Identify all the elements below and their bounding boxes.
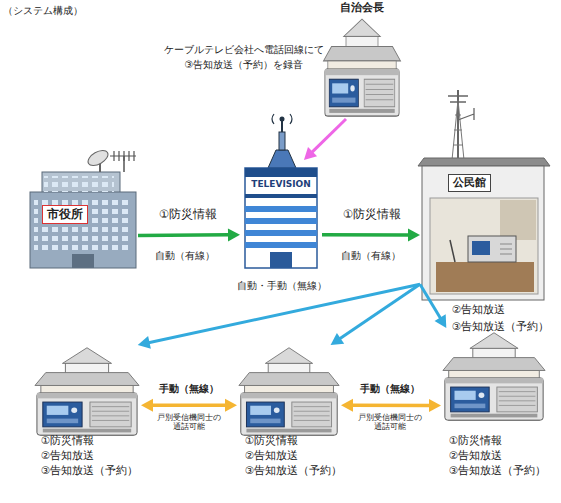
node-caption: ③告知放送（予約） [449,464,546,477]
building-sign: 公民館 [448,174,491,192]
flow-arrow [138,228,240,241]
edge-label: 手動（無線） [345,383,435,396]
station-door [270,252,292,268]
link-label: 自動（有線） [140,250,230,263]
building-body [30,192,136,268]
edge-label: ケーブルテレビ会社へ電話回線にて ③告知放送（予約）を録音 [162,42,327,72]
house-node: 自治会長 [322,1,402,119]
interior-desk [436,262,534,292]
node-caption: ①防災情報 [41,434,94,447]
arrow-line [152,403,226,407]
building-node: 市役所 [28,162,138,270]
arrow-head [228,228,240,241]
arrow-line [420,284,441,318]
arrow-line [138,233,229,237]
flow-arrow [304,119,346,160]
arrow-head [429,399,441,412]
arrow-line [322,233,409,237]
building-windows [34,198,132,254]
building-upper [42,172,120,194]
arrow-head [225,399,237,412]
station-stripe [245,242,317,248]
node-heading: 自治会長 [322,1,402,15]
house-illustration [239,348,339,435]
hall-node: 公民館 ②告知放送 ③告知放送（予約） [420,160,548,335]
city-hall-building [30,147,136,268]
house-illustration [35,348,139,435]
broadcast-device [468,236,516,262]
house-illustration [323,19,400,116]
note-label: 戸別受信機同士の 通話可能 [157,413,222,432]
station-node: TELEVISION [240,160,322,270]
tv-station-building [245,114,317,268]
station-band [245,194,317,198]
flow-arrow [322,228,420,241]
arrow-line [312,119,346,152]
node-caption: ③告知放送（予約） [452,320,549,333]
station-stripe [245,218,317,224]
community-hall-building [418,90,550,300]
tower-shaft [279,132,285,150]
tower-tip [280,117,285,122]
note-label: 戸別受信機同士の 通話可能 [358,413,423,432]
edge-label: ①防災情報 [138,207,238,221]
flow-arrow [138,284,420,349]
arrow-line [149,284,420,342]
microphone [450,240,455,262]
house-node: ①防災情報 ②告知放送 ③告知放送（予約） [33,345,141,485]
flow-arrow [341,399,441,412]
node-caption: ①防災情報 [245,434,298,447]
hall-body [422,166,544,300]
node-caption: ③告知放送（予約） [41,464,138,477]
flow-arrow [141,399,237,412]
arrow-head [341,399,353,412]
house-illustration [443,333,545,420]
node-caption: ③告知放送（予約） [245,464,342,477]
arrow-head [408,228,420,241]
diagram-title: （システム構成） [3,5,83,18]
node-caption: ①防災情報 [449,434,502,447]
edge-label: ①防災情報 [322,207,422,221]
arrow-head [138,336,151,349]
tower-mast [281,120,283,132]
arrow-line [352,403,430,407]
edge-label: 手動（無線） [144,383,234,396]
station-stripe [245,206,317,212]
node-caption: ②告知放送 [41,449,94,462]
signal-waves [272,114,292,124]
building-sign: 市役所 [42,205,88,224]
hall-interior [430,198,538,294]
hall-roof [418,158,550,166]
station-band [245,168,317,177]
node-caption: ②告知放送 [452,303,505,316]
building-windows [44,176,114,192]
interior-curtain [500,200,536,240]
link-label: 自動・手動（無線） [222,280,342,293]
station-stripe [245,230,317,236]
station-sign: TELEVISION [240,179,322,190]
house-node: ①防災情報 ②告知放送 ③告知放送（予約） [441,328,547,483]
node-caption: ②告知放送 [245,449,298,462]
device-panel [472,241,490,255]
arrow-line [340,284,420,339]
flow-arrow [420,284,446,328]
arrow-head [331,333,345,345]
arrow-head [435,314,447,328]
device-grille [500,244,512,254]
building-door [72,254,94,268]
link-label: 自動（有線） [326,250,416,263]
arrow-head [141,399,153,412]
satellite-dish [85,147,110,168]
arrow-head [304,147,317,160]
house-node: ①防災情報 ②告知放送 ③告知放送（予約） [237,345,341,485]
flow-arrow [331,284,420,345]
antenna-elements [448,96,474,120]
lattice-tower [452,100,464,160]
yagi-antenna [110,151,136,161]
tower-base [268,150,296,168]
node-caption: ②告知放送 [449,449,502,462]
